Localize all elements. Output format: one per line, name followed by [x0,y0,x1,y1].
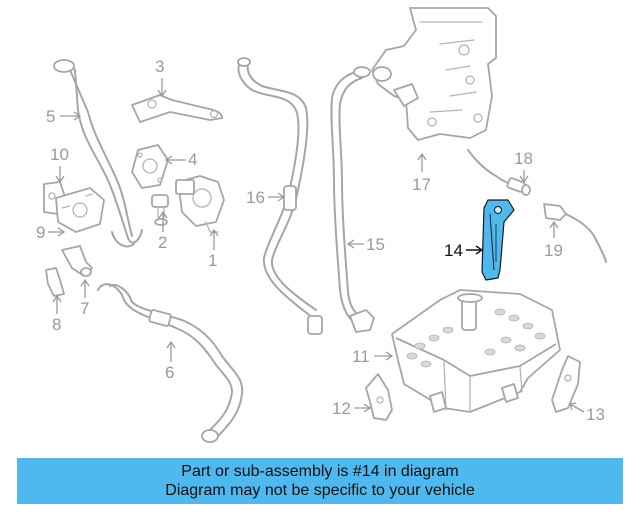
svg-text:9: 9 [36,223,45,242]
svg-text:6: 6 [165,363,174,382]
callout-2: 2 [158,210,168,252]
svg-text:11: 11 [352,347,370,366]
callout-4: 4 [164,150,197,169]
part-19-sensor [543,203,607,263]
part-17-module [371,7,497,141]
callout-1: 1 [208,228,219,270]
svg-text:19: 19 [544,241,563,260]
callout-7: 7 [80,278,90,318]
parts-diagram: 1 2 3 4 5 6 7 8 9 10 11 12 [36,7,607,443]
part-16-hose [237,57,323,335]
callout-6: 6 [165,340,176,382]
banner-line-part: Part or sub-assembly is #14 in diagram [181,463,459,480]
part-3-bracket [131,94,223,123]
callout-15: 15 [346,235,385,254]
part-4-gasket [131,144,169,189]
svg-text:14: 14 [444,241,463,260]
svg-text:5: 5 [46,107,55,126]
part-12-bracket [365,373,393,421]
part-2-fitting [151,194,169,226]
part-14-strap-highlighted [481,199,515,281]
part-13-bracket [551,355,581,413]
svg-text:3: 3 [155,57,164,76]
callout-14: 14 [444,241,484,260]
svg-text:10: 10 [50,145,69,164]
callout-8: 8 [52,294,62,334]
svg-text:8: 8 [52,315,61,334]
banner-line-disclaimer: Diagram may not be specific to your vehi… [165,482,475,499]
callout-19: 19 [544,220,563,260]
callout-9: 9 [36,223,66,242]
callout-16: 16 [246,188,286,207]
svg-text:16: 16 [246,188,265,207]
svg-text:7: 7 [80,299,89,318]
callout-10: 10 [50,145,69,184]
svg-text:2: 2 [158,233,167,252]
callout-13: 13 [569,402,605,424]
part-1-valve [175,175,225,233]
callout-3: 3 [155,57,167,98]
callout-5: 5 [46,107,82,126]
svg-text:15: 15 [366,235,385,254]
part-9-valve [55,187,105,233]
part-15-hose [330,66,375,333]
callout-18: 18 [514,149,533,184]
callout-12: 12 [332,399,372,418]
svg-text:13: 13 [586,405,605,424]
part-11-housing [391,289,561,413]
callout-17: 17 [412,152,431,194]
part-5-hose [53,59,143,248]
svg-text:1: 1 [208,251,217,270]
svg-text:17: 17 [412,175,431,194]
svg-text:4: 4 [188,150,197,169]
svg-text:12: 12 [332,399,351,418]
info-banner: Part or sub-assembly is #14 in diagram D… [17,458,623,504]
part-8-bracket [45,267,65,297]
part-7-connector [61,245,93,277]
svg-text:18: 18 [514,149,533,168]
callout-11: 11 [352,347,394,366]
part-6-hose [97,283,244,443]
part-18-sensor [467,149,531,196]
